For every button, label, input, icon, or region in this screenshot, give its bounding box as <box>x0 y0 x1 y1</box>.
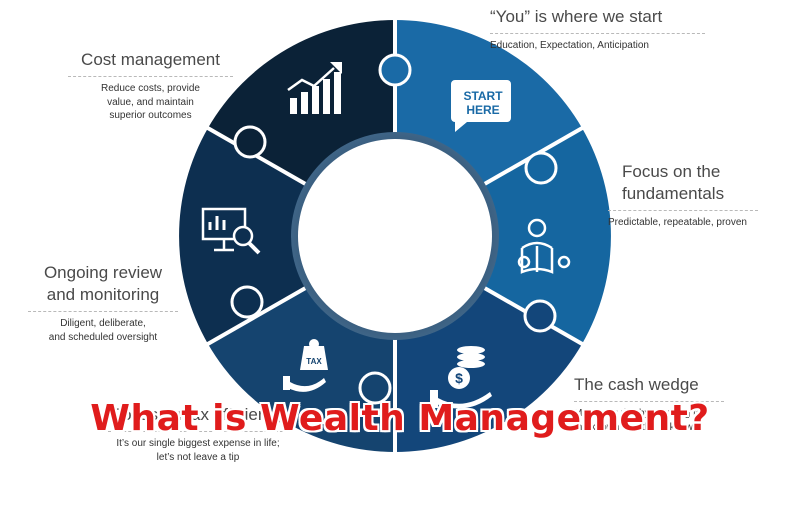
label-tax-desc-line2: let’s not leave a tip <box>156 451 240 463</box>
label-tax-desc-line1: It’s our single biggest expense in life; <box>116 438 280 450</box>
svg-text:$: $ <box>455 370 463 386</box>
reading-person-icon <box>517 218 571 274</box>
start-here-icon: START HERE <box>451 80 511 132</box>
label-review-desc-line1: Diligent, deliberate, <box>60 318 146 330</box>
label-you-desc: Education, Expectation, Anticipation <box>490 40 649 52</box>
label-fundamentals-desc: Predictable, repeatable, proven <box>608 217 747 229</box>
divider <box>490 33 705 35</box>
label-cost-title: Cost management <box>81 50 220 69</box>
monitor-magnifier-icon <box>201 207 261 255</box>
label-cost-desc-line1: Reduce costs, provide <box>101 83 200 95</box>
svg-text:START: START <box>463 89 503 103</box>
label-cost: Cost management Reduce costs, provide va… <box>68 49 233 123</box>
divider <box>68 76 233 78</box>
label-cash-desc-line2: the known and the unknown <box>574 421 699 433</box>
divider <box>574 401 724 403</box>
label-review: Ongoing review and monitoring Diligent, … <box>28 262 178 344</box>
label-fundamentals: Focus on the fundamentals Predictable, r… <box>608 161 758 230</box>
divider <box>608 210 758 212</box>
divider <box>108 431 288 433</box>
label-you: “You” is where we start Education, Expec… <box>490 6 705 53</box>
center-hub <box>298 139 492 333</box>
overlay-title: What is Wealth Management? <box>90 398 710 439</box>
label-tax: Focus on tax efficiency It’s our single … <box>108 404 288 464</box>
money-hand-icon: $ <box>430 346 492 409</box>
svg-text:TAX: TAX <box>306 357 322 366</box>
label-cost-desc-line2: value, and maintain <box>107 96 194 108</box>
label-cash: The cash wedge Managing risk by planning… <box>574 374 724 434</box>
label-review-title-line1: Ongoing review <box>43 263 163 282</box>
segment-fundamentals <box>483 128 611 344</box>
puzzle-tabs <box>230 53 558 405</box>
label-cash-desc-line1: Managing risk by planning for <box>574 408 705 420</box>
label-review-title-line2: and monitoring <box>46 285 160 305</box>
label-tax-title: Focus on tax efficiency <box>111 405 285 424</box>
svg-text:HERE: HERE <box>466 103 499 117</box>
label-you-title: “You” is where we start <box>490 7 663 26</box>
growth-chart-icon <box>287 62 342 114</box>
tax-hand-icon: TAX <box>283 339 328 392</box>
label-cost-desc-line3: superior outcomes <box>109 110 192 122</box>
label-fundamentals-title-line2: fundamentals <box>622 184 725 204</box>
divider <box>28 311 178 313</box>
label-fundamentals-title-line1: Focus on the <box>622 162 721 181</box>
label-cash-title: The cash wedge <box>574 375 699 394</box>
label-review-desc-line2: and scheduled oversight <box>48 331 158 343</box>
